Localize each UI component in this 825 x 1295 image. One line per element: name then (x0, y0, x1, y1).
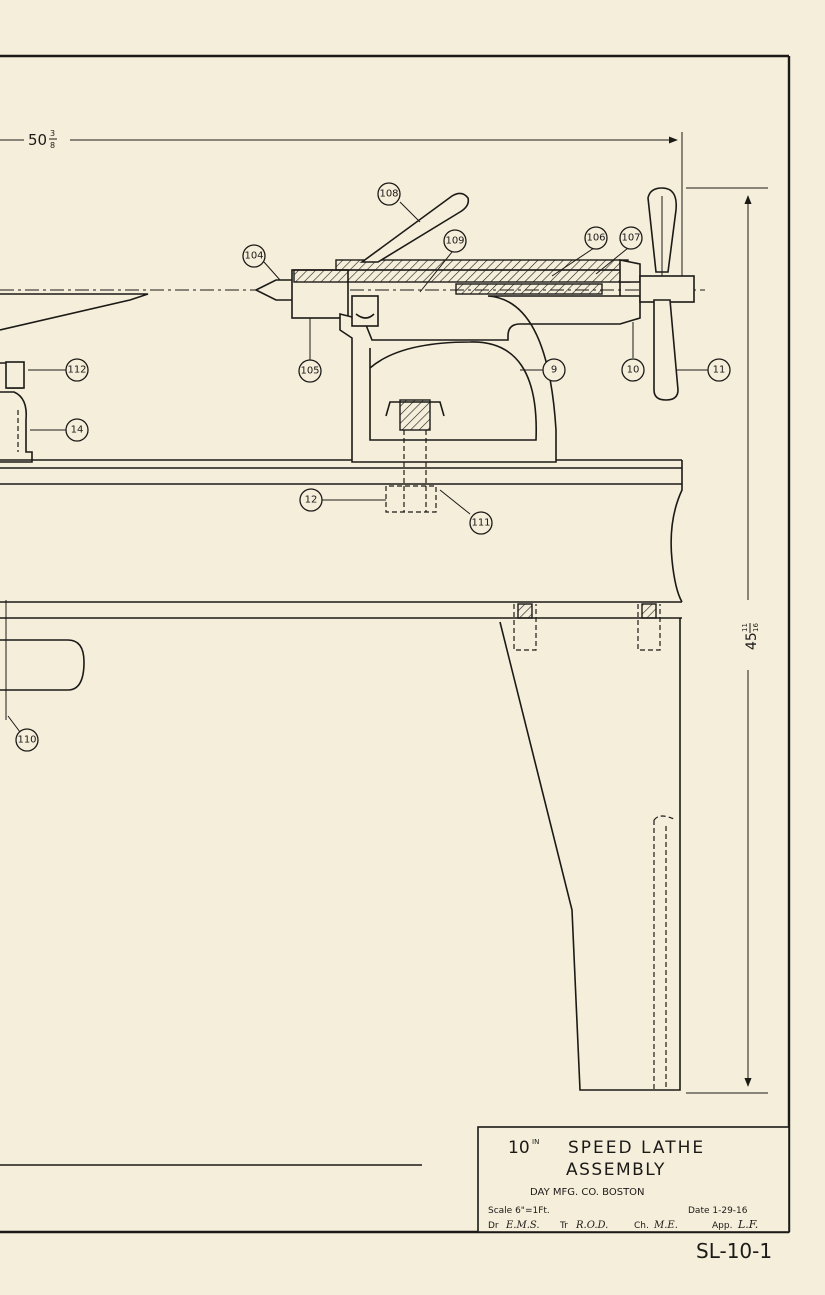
svg-text:112: 112 (67, 365, 86, 376)
balloon-12: 12 (299, 488, 323, 512)
scale-field: Scale 6"=1Ft. (488, 1206, 550, 1216)
svg-text:105: 105 (300, 366, 319, 377)
balloon-105: 105 (298, 359, 322, 383)
svg-text:12: 12 (305, 495, 318, 506)
drawing-number: SL-10-1 (696, 1239, 772, 1263)
approved-by-label: App. (712, 1221, 732, 1231)
svg-text:111: 111 (471, 518, 490, 529)
cabinet-leg (499, 603, 681, 1091)
balloon-109: 109 (443, 229, 467, 253)
overall-length-frac-num: 3 (50, 129, 55, 138)
height-frac-den: 16 (752, 623, 760, 632)
svg-text:106: 106 (586, 233, 605, 244)
title-size: 10 (508, 1138, 530, 1158)
title-block: 10 IN SPEED LATHE ASSEMBLY DAY MFG. CO. … (477, 1126, 790, 1233)
traced-by-signature: R.O.D. (575, 1220, 608, 1231)
checked-by-signature: M.E. (653, 1220, 678, 1231)
carriage-fragment (0, 293, 149, 720)
tailstock (254, 187, 695, 513)
title-line-2: ASSEMBLY (566, 1160, 666, 1180)
balloon-9: 9 (542, 358, 566, 382)
svg-text:14: 14 (71, 425, 84, 436)
overall-length-dimension: 50 3 8 (0, 129, 683, 290)
balloon-104: 104 (242, 244, 266, 268)
height-dimension: 45 11 16 (686, 187, 768, 1094)
balloon-14: 14 (65, 418, 89, 442)
overall-length-value: 50 (28, 131, 47, 149)
title-line-1: SPEED LATHE (568, 1138, 705, 1158)
lathe-bed (0, 459, 683, 619)
drawn-by-signature: E.M.S. (505, 1220, 540, 1231)
balloon-110: 110 (15, 728, 39, 752)
svg-text:108: 108 (379, 189, 398, 200)
checked-by-label: Ch. (634, 1221, 649, 1231)
svg-text:104: 104 (244, 251, 263, 262)
height-frac-num: 11 (741, 623, 749, 632)
balloon-112: 112 (65, 358, 89, 382)
overall-length-frac-den: 8 (50, 141, 55, 150)
svg-text:10: 10 (627, 365, 640, 376)
approved-by-signature: L.F. (737, 1218, 758, 1231)
balloon-111: 111 (469, 511, 493, 535)
company-name: DAY MFG. CO. BOSTON (530, 1187, 645, 1198)
balloon-107: 107 (619, 226, 643, 250)
svg-text:109: 109 (445, 236, 464, 247)
svg-text:107: 107 (621, 233, 640, 244)
date-field: Date 1-29-16 (688, 1206, 748, 1216)
svg-text:9: 9 (551, 365, 557, 376)
traced-by-label: Tr (559, 1221, 568, 1231)
svg-text:11: 11 (713, 365, 726, 376)
height-value: 45 (744, 632, 760, 650)
balloon-106: 106 (584, 226, 608, 250)
balloon-10: 10 (621, 358, 645, 382)
balloon-11: 11 (707, 358, 731, 382)
svg-text:110: 110 (17, 735, 36, 746)
leader-lines (7, 201, 708, 733)
balloon-108: 108 (377, 182, 401, 206)
title-inch-sup: IN (532, 1138, 539, 1146)
drawn-by-label: Dr (488, 1221, 499, 1231)
